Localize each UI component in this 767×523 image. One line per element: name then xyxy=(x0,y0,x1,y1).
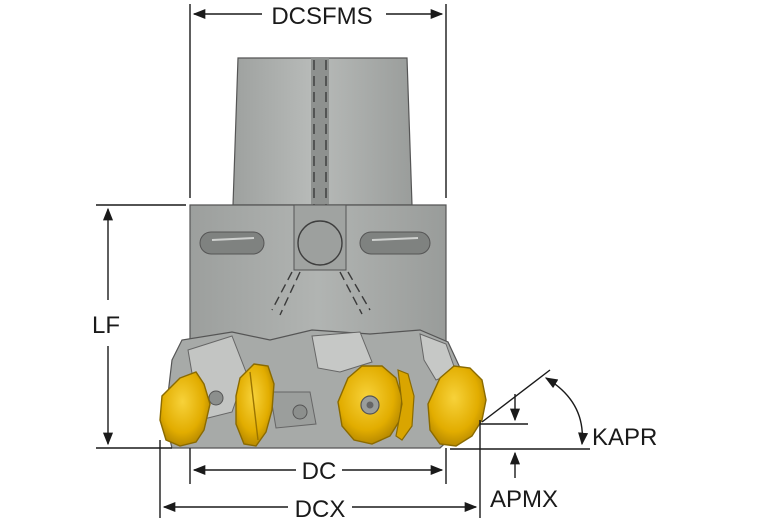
apmx-dimension xyxy=(450,394,590,478)
kapr-label: KAPR xyxy=(592,424,657,451)
dcsfms-dimension xyxy=(189,4,447,198)
center-bore xyxy=(297,220,343,266)
right-drive-slot xyxy=(359,231,431,255)
insert-right xyxy=(427,365,487,447)
apmx-label: APMX xyxy=(490,486,558,513)
insert-left xyxy=(159,371,211,447)
dc-dimension xyxy=(189,448,447,484)
insert-center-left xyxy=(235,363,275,447)
insert-center xyxy=(337,365,415,445)
dcsfms-label: DCSFMS xyxy=(271,3,372,30)
lf-label: LF xyxy=(92,312,120,339)
kapr-dimension xyxy=(481,369,589,446)
dc-label: DC xyxy=(302,458,337,485)
insert-pocket-head xyxy=(164,329,471,449)
dcx-label: DCX xyxy=(295,496,346,523)
dcx-dimension xyxy=(159,420,481,518)
cutter-body xyxy=(189,204,447,361)
tool-shank xyxy=(232,57,413,206)
left-drive-slot xyxy=(199,231,265,255)
